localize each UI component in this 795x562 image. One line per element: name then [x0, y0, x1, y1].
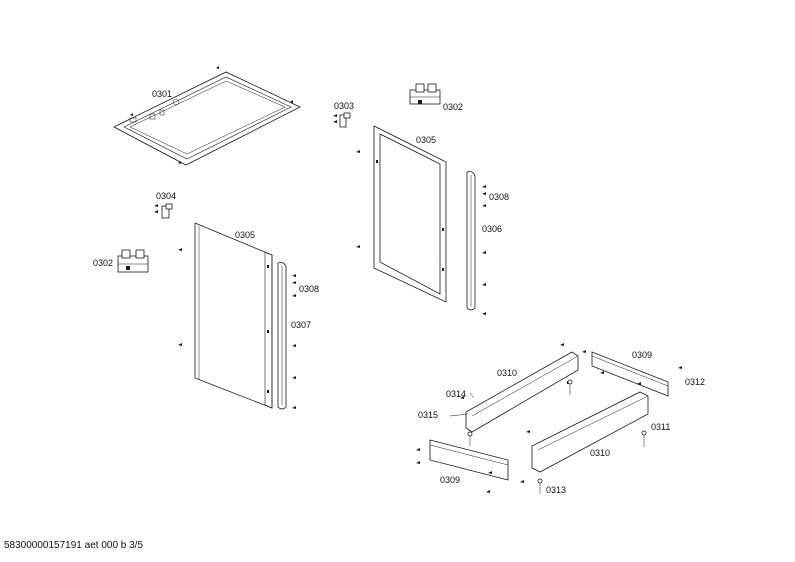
part-0310-rail-upper: [460, 343, 579, 433]
part-0310-rail-lower: [526, 391, 649, 473]
part-0301-top-panel: [113, 66, 301, 166]
label-0312: 0312: [685, 377, 705, 387]
part-0307-side-strip-left: [277, 262, 296, 410]
label-0310-upper: 0310: [497, 368, 517, 378]
part-0304-clip: [154, 203, 173, 219]
label-0308-left: 0308: [299, 284, 319, 294]
label-0310-lower: 0310: [590, 448, 610, 458]
part-0302-hinge-upper: [409, 83, 441, 105]
label-0307: 0307: [291, 320, 311, 330]
part-0306-side-strip-right: [466, 171, 486, 315]
label-0313: 0313: [546, 485, 566, 495]
label-0315: 0315: [418, 410, 438, 420]
label-0311: 0311: [651, 422, 670, 432]
label-0305-right: 0305: [416, 135, 436, 145]
label-0306: 0306: [482, 224, 502, 234]
label-0309-right: 0309: [632, 350, 652, 360]
part-0303-clip: [333, 112, 351, 128]
label-0301: 0301: [152, 89, 172, 99]
document-id-footer: 58300000157191 aet 000 b 3/5: [4, 540, 144, 551]
screws: [467, 379, 647, 494]
label-0305-left: 0305: [235, 230, 255, 240]
label-0302-upper: 0302: [443, 102, 463, 112]
part-0302-hinge-lower: [117, 249, 149, 273]
leader-lines: [449, 392, 475, 417]
label-0303: 0303: [334, 101, 354, 111]
part-0305-side-frame-right: [356, 125, 447, 303]
part-0305-side-panel-left: [178, 222, 273, 409]
label-0309-left: 0309: [440, 475, 460, 485]
part-0309-end-piece-left: [416, 439, 524, 493]
part-0309-end-piece-right: [582, 350, 682, 397]
label-0304: 0304: [156, 191, 176, 201]
label-0314: 0314: [446, 389, 466, 399]
label-0302-lower: 0302: [93, 258, 113, 268]
label-0308-right: 0308: [489, 192, 509, 202]
